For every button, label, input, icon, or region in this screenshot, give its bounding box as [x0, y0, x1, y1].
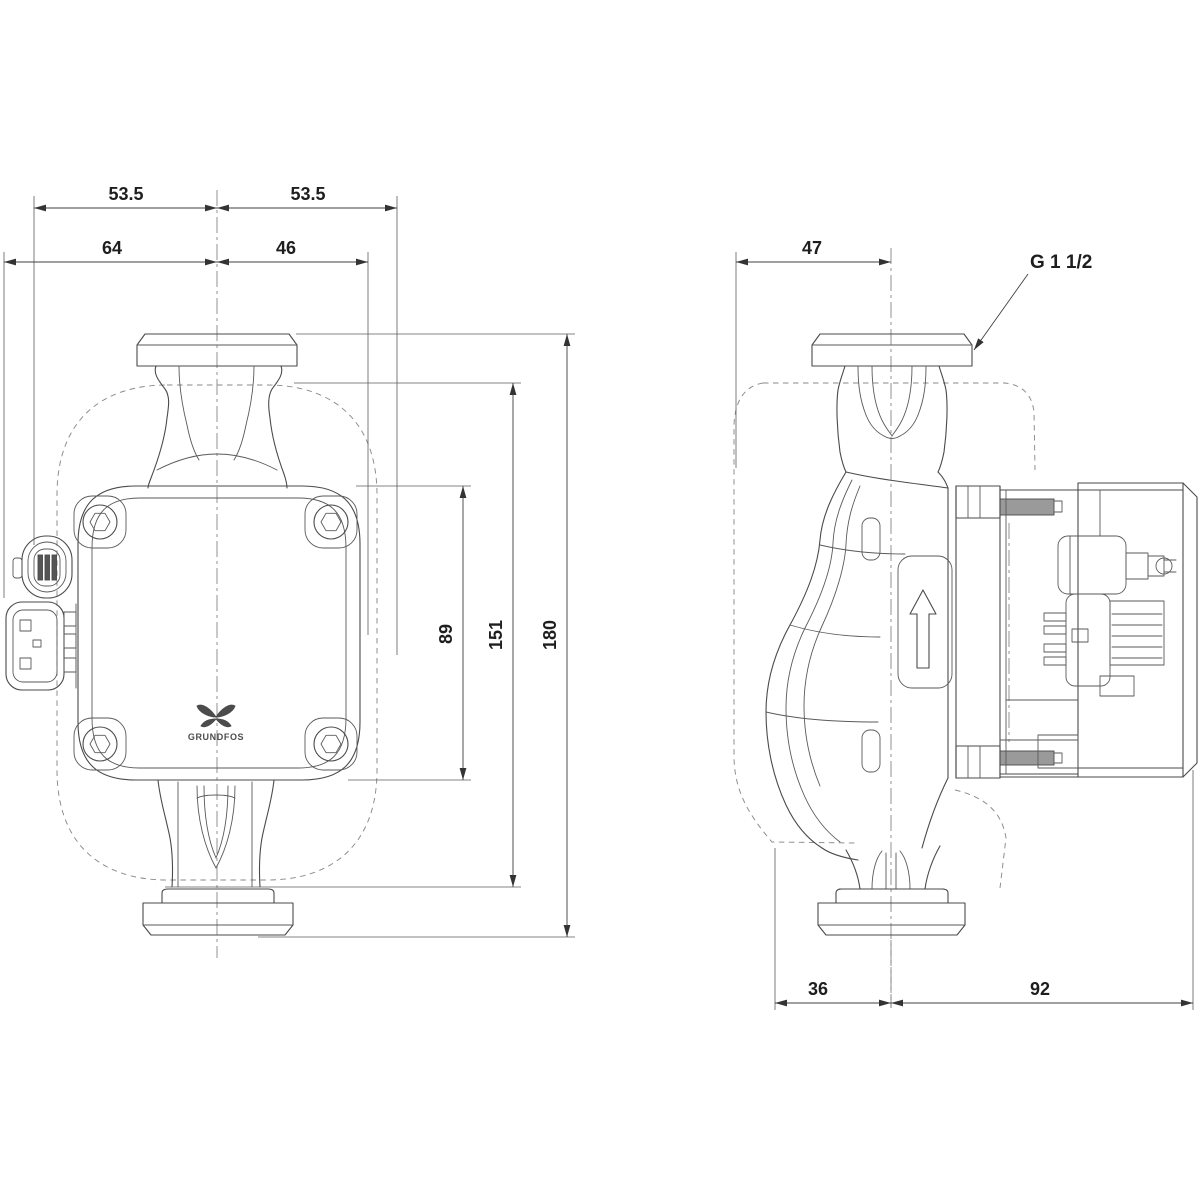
dim-64-label: 64 — [102, 238, 122, 258]
dim-half-width-right-label: 53.5 — [290, 184, 325, 204]
electrical-connectors — [5, 535, 77, 691]
swing-envelope-front — [56, 384, 378, 881]
clamp-bolt-bottom — [999, 750, 1055, 766]
dim-half-width-left-label: 53.5 — [108, 184, 143, 204]
thread-leader-line — [973, 273, 1029, 351]
grundfos-logo-text: GRUNDFOS — [188, 732, 244, 742]
clamp-bolt-top — [999, 498, 1055, 516]
corner-bolt-lugs — [73, 495, 358, 771]
dim-89-label: 89 — [436, 624, 456, 644]
side-view-pump-outline — [765, 333, 973, 936]
dim-92-label: 92 — [1030, 979, 1050, 999]
dim-36-label: 36 — [808, 979, 828, 999]
side-view-control-box — [955, 482, 1198, 779]
dim-151-label: 151 — [486, 620, 506, 650]
side-view-dimensions: 47 G 1 1/2 36 92 — [735, 238, 1194, 1010]
front-view-dimensions: 53.5 53.5 64 46 89 151 180 — [3, 184, 575, 938]
dim-47-label: 47 — [802, 238, 822, 258]
grundfos-logo: GRUNDFOS — [188, 704, 244, 742]
front-view-pump-outline — [73, 333, 361, 936]
centerlines — [216, 190, 892, 1008]
thread-size-label: G 1 1/2 — [1030, 252, 1092, 273]
flow-arrow-icon — [909, 589, 937, 669]
swing-envelope-side — [733, 382, 1036, 889]
dim-46-label: 46 — [276, 238, 296, 258]
dim-180-label: 180 — [540, 620, 560, 650]
